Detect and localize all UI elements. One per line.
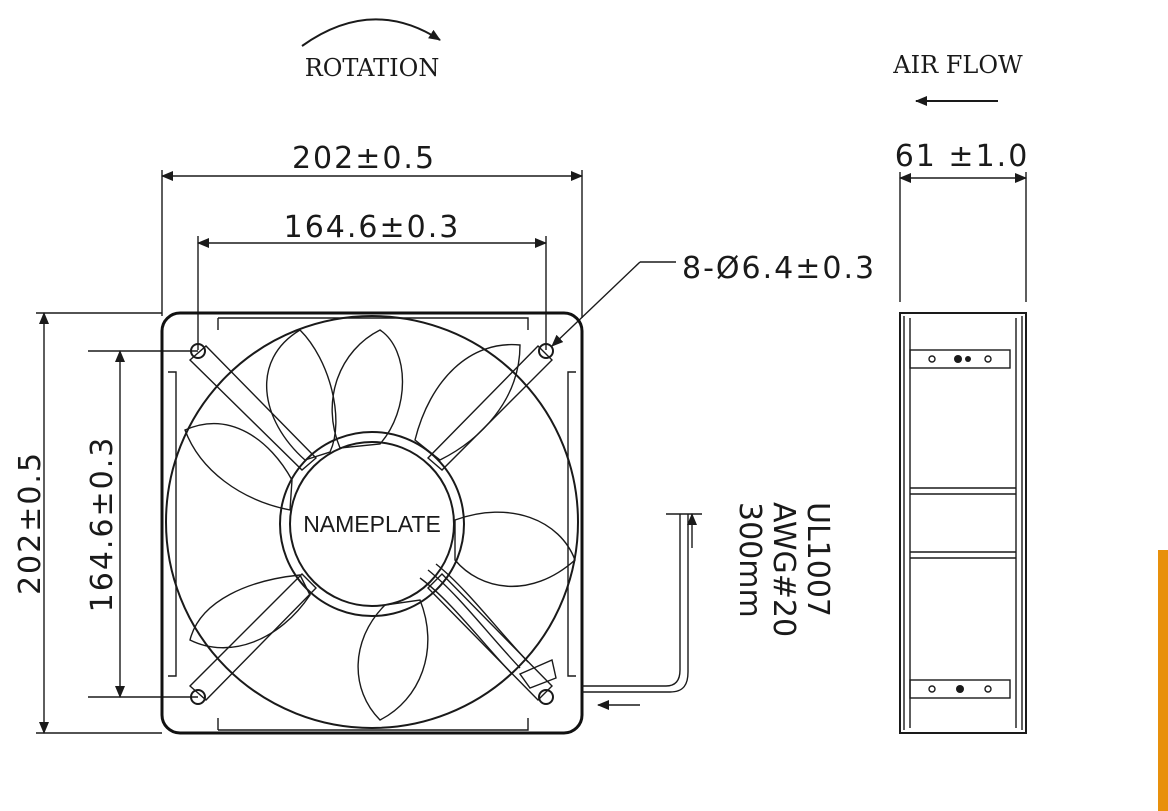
mounting-hole (190, 343, 206, 359)
hole-spacing-width-label: 164.6±0.3 (284, 210, 461, 245)
mounting-holes (190, 343, 554, 705)
outer-width-label: 202±0.5 (292, 141, 436, 176)
airflow-label: AIR FLOW (892, 51, 1023, 79)
depth-label: 61 ±1.0 (895, 139, 1030, 174)
lead-wire-bundle (419, 563, 529, 675)
hole-callout: 8-Ø6.4±0.3 (551, 251, 876, 347)
mounting-hole (538, 343, 554, 359)
hole-spacing-height-label: 164.6±0.3 (85, 436, 120, 613)
side-frame-outline (899, 312, 1027, 734)
outer-height-label: 202±0.5 (13, 451, 48, 595)
rotation-arrow (301, 18, 441, 47)
wire-spec-line1: UL1007 (800, 502, 835, 617)
rotation-indicator: ROTATION (301, 18, 441, 82)
airflow-indicator: AIR FLOW (892, 51, 1023, 106)
mounting-hole (538, 689, 554, 705)
nameplate-label: NAMEPLATE (303, 511, 441, 537)
fan-front-view: NAMEPLATE (160, 311, 584, 735)
wire-spec-line2: AWG#20 (766, 502, 801, 637)
hole-callout-label: 8-Ø6.4±0.3 (682, 251, 876, 286)
fan-hub (289, 441, 455, 607)
fan-venturi (165, 315, 579, 729)
lead-wire-exit: UL1007 AWG#20 300mm (582, 502, 835, 710)
fan-hub-outer (279, 431, 465, 617)
rotation-label: ROTATION (305, 54, 440, 82)
fan-frame (160, 311, 584, 735)
wire-spec-line3: 300mm (732, 502, 767, 618)
depth-dimension: 61 ±1.0 (895, 139, 1030, 302)
accent-bar (1158, 550, 1168, 811)
hole-spacing-width-dimension: 164.6±0.3 (197, 210, 547, 350)
mounting-hole (190, 689, 206, 705)
fan-blades (184, 329, 576, 721)
fan-side-view (899, 312, 1027, 734)
outer-width-dimension: 202±0.5 (161, 141, 583, 318)
hole-spacing-height-dimension: 164.6±0.3 (85, 350, 198, 698)
outer-height-dimension: 202±0.5 (13, 312, 162, 734)
